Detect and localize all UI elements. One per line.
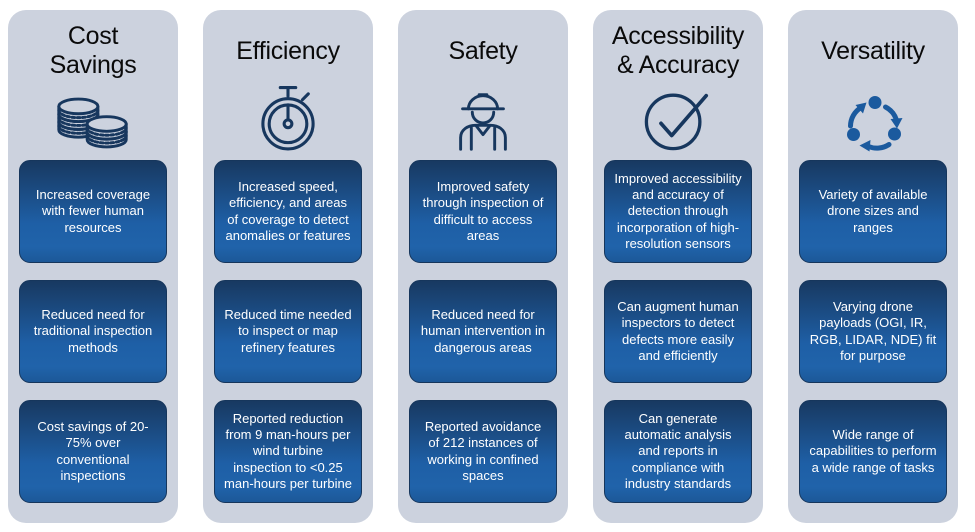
benefit-column-efficiency: Efficiency Increased speed, efficiency, … <box>203 10 373 523</box>
benefit-box-list: Variety of available drone sizes and ran… <box>799 160 947 503</box>
benefit-text: Can augment human inspectors to detect d… <box>617 298 739 363</box>
benefit-text: Reduced time needed to inspect or map re… <box>224 306 352 355</box>
benefit-text: Improved safety through inspection of di… <box>422 178 544 243</box>
benefit-box: Can augment human inspectors to detect d… <box>604 280 752 383</box>
benefit-box-list: Increased coverage with fewer human reso… <box>19 160 167 503</box>
benefit-box: Cost savings of 20-75% over conventional… <box>19 400 167 503</box>
benefit-box: Reduced time needed to inspect or map re… <box>214 280 362 383</box>
benefit-box: Reported reduction from 9 man-hours per … <box>214 400 362 503</box>
benefit-text: Reported avoidance of 212 instances of w… <box>424 418 542 483</box>
benefit-box: Increased speed, efficiency, and areas o… <box>214 160 362 263</box>
benefit-box: Wide range of capabilities to perform a … <box>799 400 947 503</box>
benefit-box-list: Increased speed, efficiency, and areas o… <box>214 160 362 503</box>
benefit-box: Reported avoidance of 212 instances of w… <box>409 400 557 503</box>
benefit-box: Varying drone payloads (OGI, IR, RGB, LI… <box>799 280 947 383</box>
benefit-box: Improved accessibility and accuracy of d… <box>604 160 752 263</box>
benefit-text: Increased speed, efficiency, and areas o… <box>225 178 351 243</box>
benefit-text: Reduced need for human intervention in d… <box>420 306 546 355</box>
benefit-column-cost-savings: Cost Savings Increased coverag <box>8 10 178 523</box>
benefit-text: Variety of available drone sizes and ran… <box>818 186 928 235</box>
benefit-text: Cost savings of 20-75% over conventional… <box>37 418 149 483</box>
benefit-box: Improved safety through inspection of di… <box>409 160 557 263</box>
benefit-text: Reduced need for traditional inspection … <box>33 306 153 355</box>
column-title: Safety <box>448 36 518 65</box>
benefit-text: Can generate automatic analysis and repo… <box>624 410 732 492</box>
safety-worker-icon <box>409 84 557 152</box>
coins-icon <box>19 84 167 152</box>
benefit-text: Improved accessibility and accuracy of d… <box>614 170 742 252</box>
drone-benefits-infographic: Cost Savings Increased coverag <box>8 10 958 523</box>
stopwatch-icon <box>214 84 362 152</box>
benefit-text: Increased coverage with fewer human reso… <box>35 186 151 235</box>
benefit-box: Reduced need for traditional inspection … <box>19 280 167 383</box>
benefit-box: Variety of available drone sizes and ran… <box>799 160 947 263</box>
benefit-column-accessibility-accuracy: Accessibility & Accuracy Improved access… <box>593 10 763 523</box>
cycle-arrows-icon <box>799 84 947 152</box>
column-title: Efficiency <box>236 36 340 65</box>
check-circle-icon <box>604 84 752 152</box>
benefit-box-list: Improved accessibility and accuracy of d… <box>604 160 752 503</box>
benefit-box: Increased coverage with fewer human reso… <box>19 160 167 263</box>
benefit-text: Wide range of capabilities to perform a … <box>809 426 937 475</box>
benefit-column-safety: Safety Improved safety through inspectio… <box>398 10 568 523</box>
benefit-text: Reported reduction from 9 man-hours per … <box>224 410 352 492</box>
column-title: Versatility <box>821 36 925 65</box>
benefit-column-versatility: Versatility Variety of availab <box>788 10 958 523</box>
benefit-box: Can generate automatic analysis and repo… <box>604 400 752 503</box>
benefit-box: Reduced need for human intervention in d… <box>409 280 557 383</box>
column-title: Accessibility & Accuracy <box>611 22 745 79</box>
benefit-box-list: Improved safety through inspection of di… <box>409 160 557 503</box>
column-title: Cost Savings <box>49 22 137 79</box>
benefit-text: Varying drone payloads (OGI, IR, RGB, LI… <box>809 298 937 363</box>
